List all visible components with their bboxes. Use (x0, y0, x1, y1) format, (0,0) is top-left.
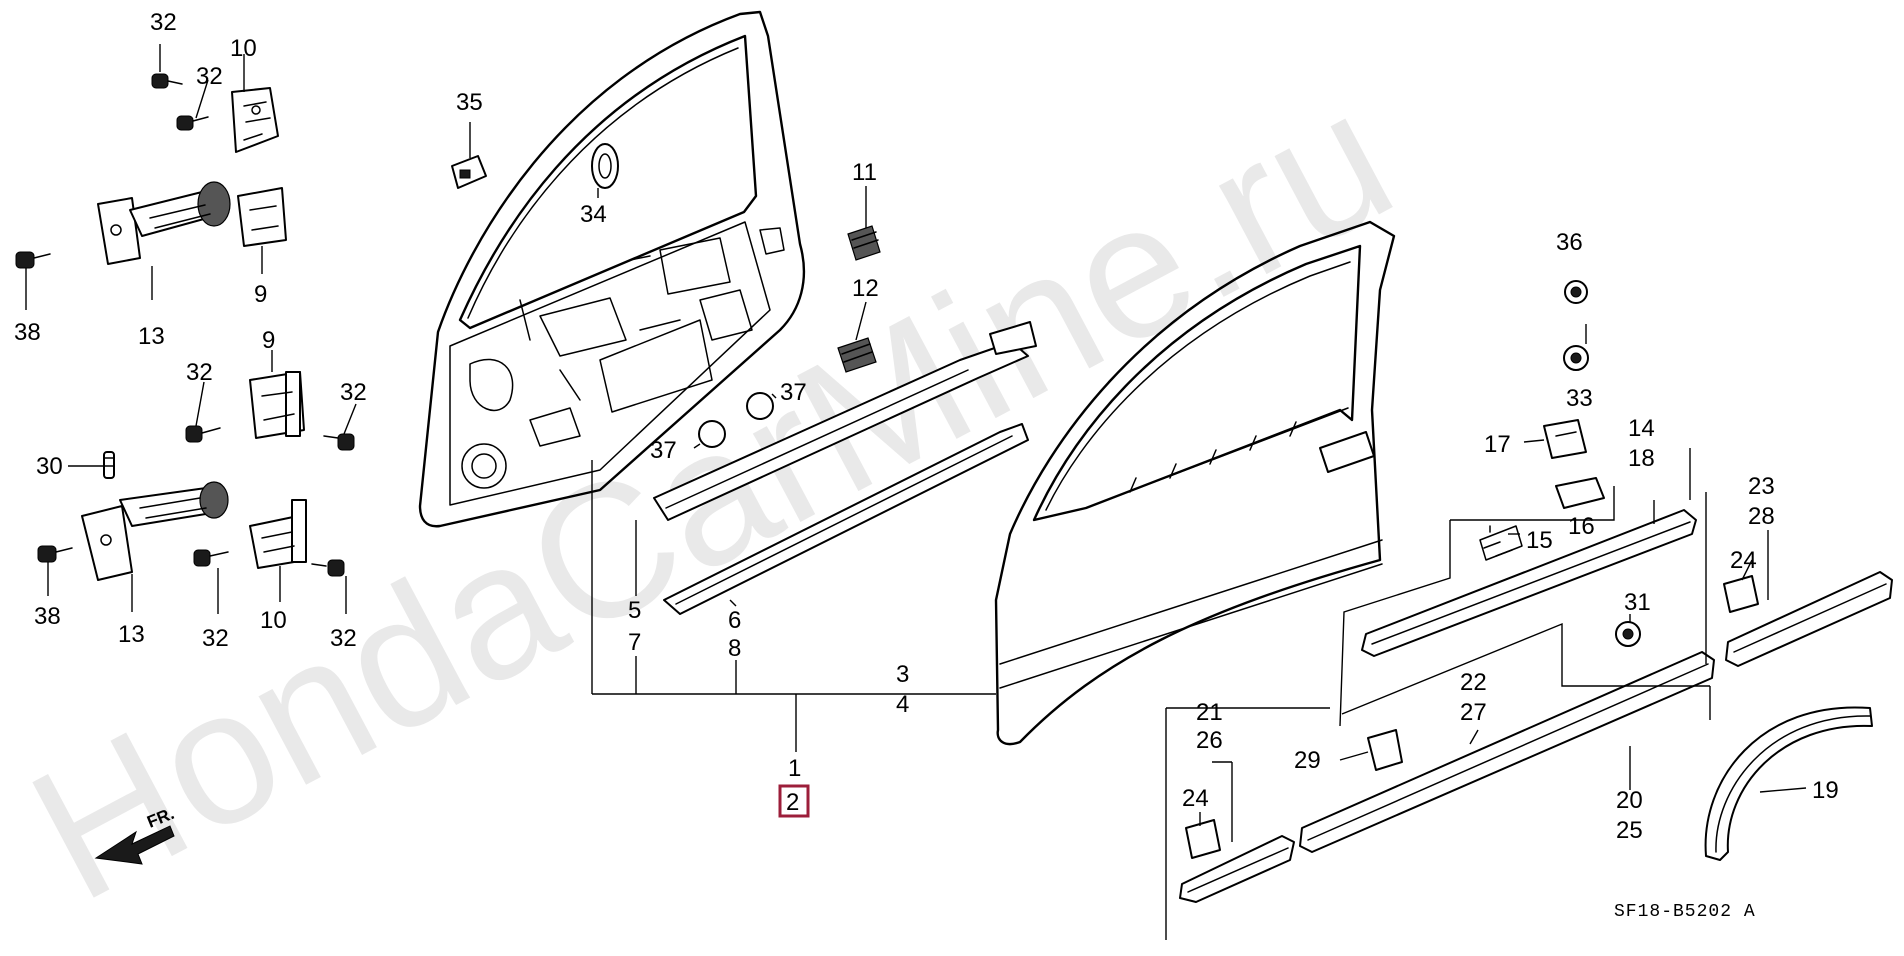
hinge-10-upper[interactable] (231, 87, 279, 153)
callout-16[interactable]: 16 (1568, 513, 1595, 540)
callout-24[interactable]: 24 (1730, 547, 1757, 574)
callout-13[interactable]: 13 (118, 621, 145, 648)
callout-37[interactable]: 37 (650, 437, 677, 464)
clip-15[interactable] (1479, 525, 1523, 561)
callout-35[interactable]: 35 (456, 89, 483, 116)
callout-10[interactable]: 10 (260, 607, 287, 634)
callout-21[interactable]: 21 (1196, 699, 1223, 726)
hinge-10-lower[interactable] (249, 499, 307, 569)
clip-24-lower[interactable] (1185, 819, 1221, 859)
bolt-32-middle-left[interactable] (185, 425, 221, 443)
bolt-38-upper[interactable] (15, 251, 51, 269)
wheel-arch-molding-19[interactable] (1704, 706, 1873, 861)
callout-38[interactable]: 38 (34, 603, 61, 630)
callout-33[interactable]: 33 (1566, 385, 1593, 412)
callout-1[interactable]: 1 (788, 755, 801, 782)
callout-14[interactable]: 14 (1628, 415, 1655, 442)
clip-31[interactable] (1615, 621, 1641, 647)
hinge-9-lower[interactable] (249, 371, 305, 439)
callout-20[interactable]: 20 (1616, 787, 1643, 814)
callout-5[interactable]: 5 (628, 597, 641, 624)
grommet-34[interactable] (591, 143, 619, 189)
seal-37-upper[interactable] (746, 392, 774, 420)
callout-12[interactable]: 12 (852, 275, 879, 302)
clip-33[interactable] (1563, 345, 1589, 371)
bolt-32-top[interactable] (151, 73, 183, 89)
callout-32[interactable]: 32 (186, 359, 213, 386)
plug-12[interactable] (837, 337, 877, 373)
callout-30[interactable]: 30 (36, 453, 63, 480)
callout-26[interactable]: 26 (1196, 727, 1223, 754)
callout-7[interactable]: 7 (628, 629, 641, 656)
door-outer-skin-3-4[interactable] (994, 220, 1396, 746)
weatherstrip-6-8[interactable] (663, 423, 1029, 615)
clip-17[interactable] (1543, 419, 1587, 459)
callout-4[interactable]: 4 (896, 691, 909, 718)
callout-11[interactable]: 11 (852, 159, 877, 186)
diagram-code: SF18-B5202 A (1614, 902, 1756, 922)
callout-3[interactable]: 3 (896, 661, 909, 688)
door-checker-13-lower[interactable] (81, 481, 229, 581)
door-inner-shell[interactable] (418, 10, 806, 528)
molding-21-26[interactable] (1179, 835, 1295, 903)
callout-32[interactable]: 32 (202, 625, 229, 652)
callout-18[interactable]: 18 (1628, 445, 1655, 472)
hinge-9-upper[interactable] (237, 187, 287, 247)
callout-17[interactable]: 17 (1484, 431, 1511, 458)
callout-32[interactable]: 32 (340, 379, 367, 406)
callout-38[interactable]: 38 (14, 319, 41, 346)
door-checker-13-upper[interactable] (97, 181, 231, 265)
callout-32[interactable]: 32 (196, 63, 223, 90)
callout-31[interactable]: 31 (1624, 589, 1651, 616)
callout-9[interactable]: 9 (262, 327, 275, 354)
clip-36[interactable] (1564, 280, 1588, 304)
hinge-hardware-group (15, 73, 355, 581)
callout-36[interactable]: 36 (1556, 229, 1583, 256)
leader-lines (25, 44, 1807, 940)
callout-23[interactable]: 23 (1748, 473, 1775, 500)
callout-25[interactable]: 25 (1616, 817, 1643, 844)
callout-28[interactable]: 28 (1748, 503, 1775, 530)
callout-24[interactable]: 24 (1182, 785, 1209, 812)
molding-23-28[interactable] (1725, 571, 1893, 667)
molding-14-18[interactable] (1361, 509, 1697, 657)
callout-29[interactable]: 29 (1294, 747, 1321, 774)
highlight-box[interactable] (778, 784, 810, 818)
callout-9[interactable]: 9 (254, 281, 267, 308)
stopper-35[interactable] (451, 155, 487, 189)
callout-10[interactable]: 10 (230, 35, 257, 62)
clip-24-upper[interactable] (1723, 575, 1759, 613)
callout-34[interactable]: 34 (580, 201, 607, 228)
callout-2[interactable]: 2 (786, 789, 799, 816)
callout-19[interactable]: 19 (1812, 777, 1839, 804)
callout-22[interactable]: 22 (1460, 669, 1487, 696)
callout-37[interactable]: 37 (780, 379, 807, 406)
bolt-32-lower-right[interactable] (311, 559, 345, 577)
callout-32[interactable]: 32 (150, 9, 177, 36)
molding-22-27[interactable] (1299, 651, 1715, 853)
callout-15[interactable]: 15 (1526, 527, 1553, 554)
callout-6[interactable]: 6 (728, 607, 741, 634)
callout-32[interactable]: 32 (330, 625, 357, 652)
pin-30[interactable] (103, 451, 115, 479)
bolt-38-lower[interactable] (37, 545, 73, 563)
sash-channel-5-7[interactable] (653, 321, 1037, 521)
callout-labels: 32 10 32 9 13 38 9 32 32 30 38 13 32 10 … (14, 9, 1839, 844)
bolt-32-second[interactable] (176, 115, 209, 131)
clip-16[interactable] (1555, 477, 1605, 509)
bolt-32-lower-left[interactable] (193, 549, 229, 567)
callout-8[interactable]: 8 (728, 635, 741, 662)
plug-11[interactable] (847, 225, 881, 261)
callout-13[interactable]: 13 (138, 323, 165, 350)
callout-27[interactable]: 27 (1460, 699, 1487, 726)
clip-29[interactable] (1367, 729, 1403, 771)
bolt-32-middle-right[interactable] (323, 433, 355, 451)
seal-37-lower[interactable] (698, 420, 726, 448)
